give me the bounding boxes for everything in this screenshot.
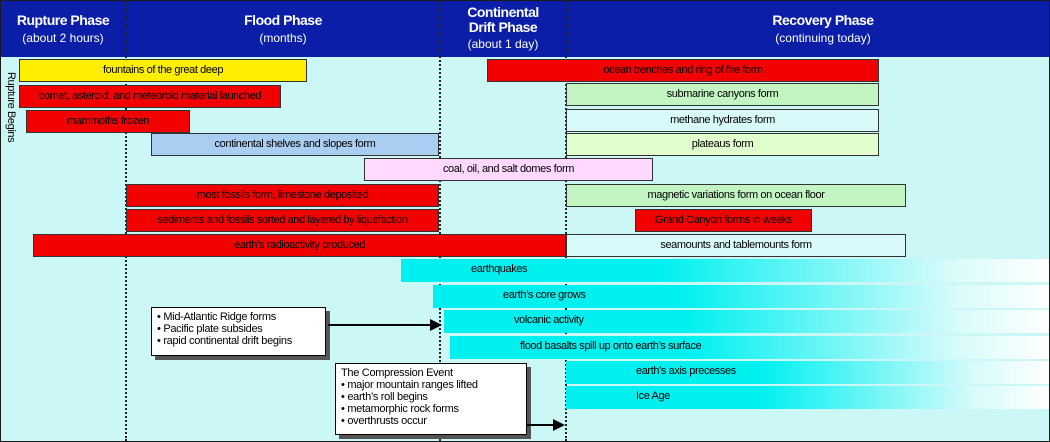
- event-bar: Grand Canyon forms in weeks: [635, 209, 812, 232]
- phase-flood-duration: (months): [259, 31, 307, 45]
- phase-header: Rupture Phase (about 2 hours) Flood Phas…: [1, 1, 1049, 57]
- callout-item: overthrusts occur: [341, 415, 521, 427]
- event-bar: coal, oil, and salt domes form: [364, 158, 653, 181]
- ongoing-label: volcanic activity: [514, 314, 584, 326]
- event-bar: continental shelves and slopes form: [151, 133, 439, 156]
- callout-item: major mountain ranges lifted: [341, 379, 521, 391]
- ongoing-label: earth’s core grows: [503, 289, 586, 301]
- phase-recovery-duration: (continuing today): [775, 31, 871, 45]
- event-label: most fossils form, limestone deposited: [196, 189, 369, 201]
- phase-divider-3: [565, 1, 567, 441]
- ongoing-bar: Ice Age: [566, 386, 1049, 409]
- event-label: sediments and fossils sorted and layered…: [157, 214, 408, 226]
- phase-flood-title: Flood Phase: [244, 12, 322, 28]
- event-label: ocean trenches and ring of fire form: [603, 64, 763, 76]
- phase-drift-duration: (about 1 day): [467, 37, 539, 51]
- phase-recovery-title: Recovery Phase: [772, 12, 874, 28]
- event-label: continental shelves and slopes form: [214, 138, 376, 150]
- event-label: magnetic variations form on ocean floor: [647, 189, 825, 201]
- compression-event-title: The Compression Event: [341, 367, 453, 379]
- event-bar: mammoths frozen: [26, 110, 190, 133]
- event-label: Grand Canyon forms in weeks: [654, 214, 793, 226]
- event-bar: methane hydrates form: [566, 109, 879, 132]
- event-bar: earth’s radioactivity produced: [33, 234, 566, 257]
- rupture-begins-label: Rupture Begins: [5, 72, 17, 143]
- event-bar: fountains of the great deep: [19, 59, 307, 82]
- mid-atlantic-callout: Mid-Atlantic Ridge forms Pacific plate s…: [151, 307, 326, 356]
- ongoing-label: earthquakes: [471, 263, 528, 275]
- event-bar: most fossils form, limestone deposited: [126, 184, 439, 207]
- event-label: coal, oil, and salt domes form: [442, 163, 575, 175]
- ongoing-bar: volcanic activity: [444, 310, 1049, 333]
- event-bar: ocean trenches and ring of fire form: [487, 59, 879, 82]
- event-bar: seamounts and tablemounts form: [566, 234, 906, 257]
- callout-item: rapid continental drift begins: [157, 335, 320, 347]
- phase-drift-title: Continental Drift Phase: [467, 4, 539, 35]
- event-bar: sediments and fossils sorted and layered…: [126, 209, 439, 232]
- ongoing-label: flood basalts spill up onto earth’s surf…: [520, 340, 702, 352]
- event-label: earth’s radioactivity produced: [234, 239, 365, 251]
- ongoing-bar: earth’s axis precesses: [566, 361, 1049, 384]
- event-label: plateaus form: [691, 138, 754, 150]
- callout-item: Pacific plate subsides: [157, 323, 320, 335]
- event-label: fountains of the great deep: [102, 64, 224, 76]
- event-bar: plateaus form: [566, 133, 879, 156]
- event-label: seamounts and tablemounts form: [660, 239, 812, 251]
- callout-item: earth’s roll begins: [341, 391, 521, 403]
- event-label: comet, asteroid, and meteoroid material …: [38, 90, 262, 102]
- event-bar: magnetic variations form on ocean floor: [566, 184, 906, 207]
- ongoing-bar: earthquakes: [401, 259, 1049, 282]
- phase-divider-2: [439, 1, 441, 441]
- event-label: mammoths frozen: [66, 115, 150, 127]
- ongoing-bar: flood basalts spill up onto earth’s surf…: [450, 336, 1049, 359]
- event-bar: submarine canyons form: [566, 83, 879, 106]
- ongoing-label: Ice Age: [636, 390, 670, 402]
- phase-rupture-title: Rupture Phase: [16, 12, 110, 28]
- event-label: methane hydrates form: [670, 114, 775, 126]
- phase-rupture: Rupture Phase (about 2 hours): [1, 1, 125, 57]
- ongoing-bar: earth’s core grows: [433, 285, 1049, 308]
- phase-drift: Continental Drift Phase (about 1 day): [441, 1, 565, 57]
- event-bar: comet, asteroid, and meteoroid material …: [19, 85, 281, 108]
- compression-event-callout: The Compression Event major mountain ran…: [335, 363, 527, 435]
- event-label: submarine canyons form: [666, 88, 779, 100]
- phase-recovery: Recovery Phase (continuing today): [567, 1, 1049, 57]
- ongoing-label: earth’s axis precesses: [636, 365, 736, 377]
- callout-item: metamorphic rock forms: [341, 403, 521, 415]
- phase-flood: Flood Phase (months): [127, 1, 439, 57]
- callout-item: Mid-Atlantic Ridge forms: [157, 311, 320, 323]
- phase-rupture-duration: (about 2 hours): [22, 31, 104, 45]
- arrow-to-drift-icon: [328, 319, 442, 331]
- arrow-to-recovery-icon: [527, 419, 565, 431]
